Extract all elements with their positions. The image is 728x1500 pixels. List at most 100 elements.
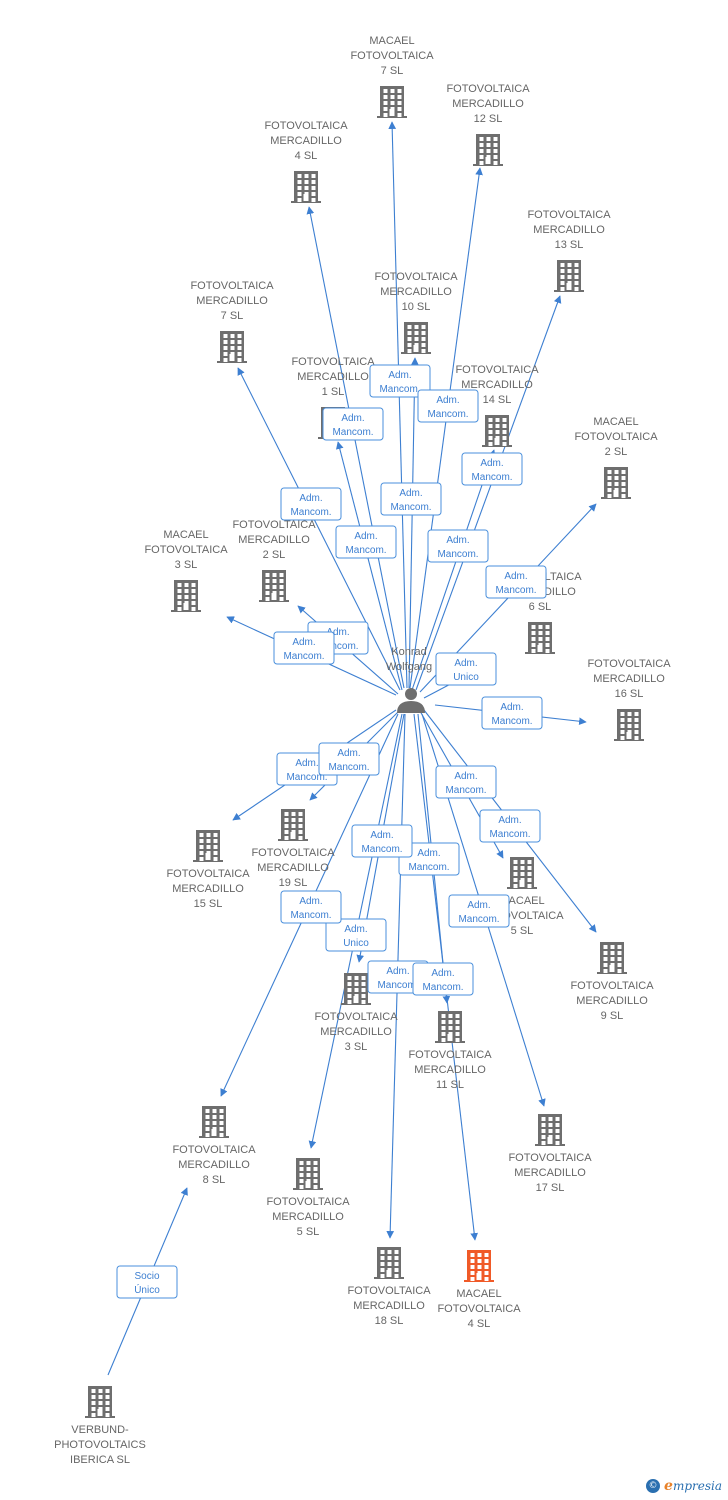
edge-label[interactable]: Adm.Unico xyxy=(435,652,497,686)
edge-label-text: Mancom. xyxy=(332,427,373,438)
edge-label-text: Adm. xyxy=(417,848,440,859)
edge-line xyxy=(306,206,405,689)
edge-label-text: Mancom. xyxy=(427,409,468,420)
brand-logo[interactable]: © empresia xyxy=(646,1476,722,1496)
edge-label[interactable]: Adm.Mancom. xyxy=(448,894,510,928)
building-icon xyxy=(401,322,431,354)
node-label-line: 9 SL xyxy=(601,1010,624,1022)
edge-label-text: Adm. xyxy=(399,488,422,499)
node-label-line: MACAEL xyxy=(369,35,414,47)
node-label-line: FOTOVOLTAICA xyxy=(190,280,274,292)
edge-label[interactable]: Adm. Mancom. xyxy=(417,389,479,423)
node-label-line: MERCADILLO xyxy=(270,135,342,147)
node-label-line: FOTOVOLTAICA xyxy=(570,980,654,992)
node-label-line: VERBUND- xyxy=(71,1424,129,1436)
edge-label-text: Adm. xyxy=(498,815,521,826)
building-icon xyxy=(435,1011,465,1043)
edge-label[interactable]: Adm.Mancom. xyxy=(461,452,523,486)
edge-label-text: Mancom. xyxy=(361,844,402,855)
edge-label-box xyxy=(417,389,479,423)
edge-label-text: Adm. xyxy=(386,966,409,977)
node-label-line: 2 SL xyxy=(263,549,286,561)
node-label-line: MERCADILLO xyxy=(297,371,369,383)
building-icon xyxy=(535,1114,565,1146)
edge-label[interactable]: Adm.Mancom. xyxy=(322,407,384,441)
edge-label[interactable]: Adm.Mancom. xyxy=(280,487,342,521)
node-label-line: 3 SL xyxy=(175,559,198,571)
edge-label[interactable]: Adm.Mancom. xyxy=(273,631,335,665)
node-label-line: MERCADILLO xyxy=(461,379,533,391)
edge-label-text: Mancom. xyxy=(471,472,512,483)
node-label-line: MERCADILLO xyxy=(353,1300,425,1312)
node-label-line: 4 SL xyxy=(468,1318,491,1330)
edge-label[interactable]: Adm.Mancom. xyxy=(335,525,397,559)
node-label-line: FOTOVOLTAICA xyxy=(172,1144,256,1156)
edge-label-box xyxy=(485,565,547,599)
edge-label[interactable]: Adm.Mancom. xyxy=(369,364,431,398)
edge-label-text: Mancom. xyxy=(328,762,369,773)
building-icon xyxy=(278,809,308,841)
edge-label[interactable]: Adm.Mancom. xyxy=(380,482,442,516)
edge-label-box xyxy=(461,452,523,486)
edge-label-text: Adm. xyxy=(454,658,477,669)
edge-label[interactable]: Adm.Mancom. xyxy=(481,696,543,730)
edge-label[interactable]: Adm.Mancom. xyxy=(318,742,380,776)
edge-label[interactable]: Adm.Mancom. xyxy=(351,824,413,858)
node-label-line: 16 SL xyxy=(615,688,644,700)
brand-name: empresia xyxy=(664,1478,722,1494)
edge-label-box xyxy=(435,652,497,686)
edge-label[interactable]: Adm.Mancom. xyxy=(398,842,460,876)
edge-label-box xyxy=(369,364,431,398)
node-label-line: 14 SL xyxy=(483,394,512,406)
edge-label[interactable]: Adm.Mancom. xyxy=(280,890,342,924)
edge-label-box xyxy=(412,962,474,996)
edge-label[interactable]: Adm.Mancom. xyxy=(435,765,497,799)
node-label-line: MERCADILLO xyxy=(172,883,244,895)
edge-label-box xyxy=(351,824,413,858)
node-label-line: 6 SL xyxy=(529,601,552,613)
edge-label[interactable]: Adm.Mancom. xyxy=(427,529,489,563)
edge-label-text: Adm. xyxy=(504,571,527,582)
edge-label-text: Mancom. xyxy=(489,829,530,840)
node-label-line: FOTOVOLTAICA xyxy=(574,431,658,443)
building-icon xyxy=(217,331,247,363)
node-label-line: MERCADILLO xyxy=(576,995,648,1007)
edge-label[interactable]: Adm.Unico xyxy=(325,918,387,952)
building-icon xyxy=(193,830,223,862)
node-label-line: FOTOVOLTAICA xyxy=(446,83,530,95)
edge-label[interactable]: Adm.Mancom. xyxy=(412,962,474,996)
company-node[interactable]: FOTOVOLTAICA MERCADILLO 9 SL xyxy=(570,942,654,1022)
edge-label[interactable]: Adm.Mancom. xyxy=(485,565,547,599)
node-label-line: FOTOVOLTAICA xyxy=(527,209,611,221)
node-label-line: 10 SL xyxy=(402,301,431,313)
edge-label-box xyxy=(435,765,497,799)
node-label-line: MERCADILLO xyxy=(257,862,329,874)
edge-label-text: Adm. xyxy=(436,395,459,406)
node-label-line: 7 SL xyxy=(381,65,404,77)
edge-label[interactable]: Adm. Mancom. xyxy=(479,809,541,843)
node-label-line: FOTOVOLTAICA xyxy=(144,544,228,556)
